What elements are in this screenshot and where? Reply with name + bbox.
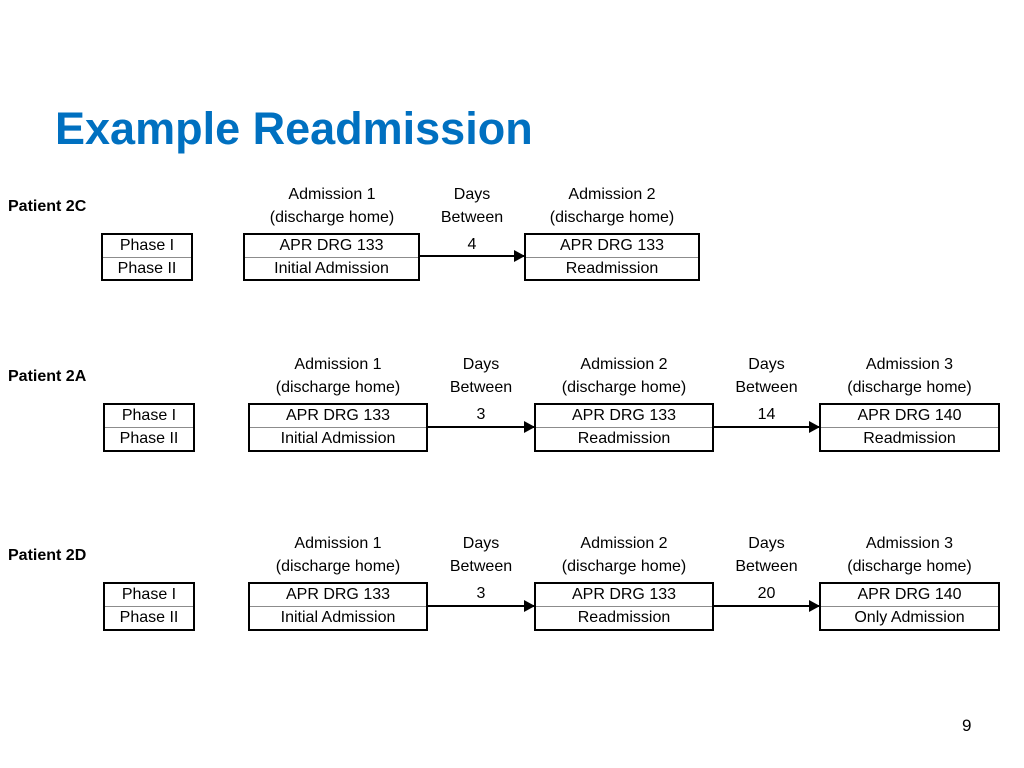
days-between-value: 3 <box>476 585 486 602</box>
header-line: Days <box>462 535 500 552</box>
days-between-header: Days Between <box>427 532 535 578</box>
days-between-header: Days Between <box>713 353 820 399</box>
arrow-connector <box>428 600 535 612</box>
admission-3-header: Admission 3 (discharge home) <box>820 532 999 578</box>
header-line: (discharge home) <box>549 209 675 226</box>
admission-type: Readmission <box>565 260 659 277</box>
admission-2-box: APR DRG 133 Readmission <box>524 233 700 281</box>
header-line: Between <box>449 379 513 396</box>
days-between-header: Days Between <box>713 532 820 578</box>
header-line: Between <box>735 379 798 396</box>
header-line: Days <box>748 356 785 373</box>
days-between-value: 14 <box>757 406 776 423</box>
page-number: 9 <box>962 716 972 735</box>
header-line: Between <box>449 558 513 575</box>
header-line: Between <box>440 209 504 226</box>
admission-type: Readmission <box>577 609 671 626</box>
drg-code: APR DRG 133 <box>250 405 426 428</box>
drg-code: APR DRG 133 <box>536 405 712 428</box>
admission-1-header: Admission 1 (discharge home) <box>249 353 427 399</box>
arrow-connector <box>428 421 535 433</box>
header-line: Admission 1 <box>288 186 376 203</box>
phase-ii-label: Phase II <box>117 260 177 277</box>
admission-type: Initial Admission <box>280 609 396 626</box>
admission-type: Only Admission <box>854 609 965 626</box>
phase-ii-label: Phase II <box>119 609 179 626</box>
days-between-value: 20 <box>757 585 776 602</box>
header-line: (discharge home) <box>275 558 401 575</box>
drg-code: APR DRG 133 <box>526 235 698 258</box>
header-line: Admission 2 <box>580 535 668 552</box>
header-line: (discharge home) <box>275 379 401 396</box>
arrow-connector <box>714 421 820 433</box>
admission-type: Initial Admission <box>274 260 389 277</box>
admission-1-box: APR DRG 133 Initial Admission <box>248 582 428 631</box>
phase-ii-label: Phase II <box>119 430 179 447</box>
header-line: Admission 3 <box>865 356 954 373</box>
drg-code: APR DRG 133 <box>250 584 426 607</box>
admission-3-header: Admission 3 (discharge home) <box>820 353 999 399</box>
admission-3-box: APR DRG 140 Only Admission <box>819 582 1000 631</box>
header-line: Days <box>453 186 491 203</box>
header-line: (discharge home) <box>847 558 972 575</box>
phase-i-label: Phase I <box>103 235 191 258</box>
patient-label: Patient 2C <box>8 198 87 215</box>
admission-2-box: APR DRG 133 Readmission <box>534 582 714 631</box>
admission-1-box: APR DRG 133 Initial Admission <box>243 233 420 281</box>
patient-label: Patient 2D <box>8 547 87 564</box>
admission-type: Initial Admission <box>280 430 396 447</box>
admission-1-header: Admission 1 (discharge home) <box>245 183 419 229</box>
days-between-header: Days Between <box>427 353 535 399</box>
phase-i-label: Phase I <box>105 405 193 428</box>
header-line: Admission 2 <box>580 356 668 373</box>
drg-code: APR DRG 133 <box>536 584 712 607</box>
header-line: Days <box>462 356 500 373</box>
drg-code: APR DRG 140 <box>821 405 998 428</box>
header-line: Admission 2 <box>568 186 656 203</box>
admission-3-box: APR DRG 140 Readmission <box>819 403 1000 452</box>
phase-i-label: Phase I <box>105 584 193 607</box>
header-line: Admission 3 <box>865 535 954 552</box>
admission-2-header: Admission 2 (discharge home) <box>535 532 713 578</box>
slide-title: Example Readmission <box>55 103 533 154</box>
admission-type: Readmission <box>577 430 671 447</box>
phase-box: Phase I Phase II <box>101 233 193 281</box>
patient-label: Patient 2A <box>8 368 87 385</box>
admission-1-box: APR DRG 133 Initial Admission <box>248 403 428 452</box>
header-line: Days <box>748 535 785 552</box>
arrow-connector <box>714 600 820 612</box>
header-line: Between <box>735 558 798 575</box>
admission-2-header: Admission 2 (discharge home) <box>535 353 713 399</box>
days-between-value: 4 <box>467 236 477 253</box>
arrow-connector <box>420 250 525 262</box>
header-line: (discharge home) <box>269 209 395 226</box>
header-line: (discharge home) <box>561 558 687 575</box>
admission-1-header: Admission 1 (discharge home) <box>249 532 427 578</box>
phase-box: Phase I Phase II <box>103 403 195 452</box>
phase-box: Phase I Phase II <box>103 582 195 631</box>
header-line: (discharge home) <box>561 379 687 396</box>
header-line: (discharge home) <box>847 379 972 396</box>
admission-type: Readmission <box>863 430 956 447</box>
days-between-header: Days Between <box>419 183 525 229</box>
drg-code: APR DRG 133 <box>245 235 418 258</box>
header-line: Admission 1 <box>294 356 382 373</box>
header-line: Admission 1 <box>294 535 382 552</box>
admission-2-header: Admission 2 (discharge home) <box>525 183 699 229</box>
admission-2-box: APR DRG 133 Readmission <box>534 403 714 452</box>
days-between-value: 3 <box>476 406 486 423</box>
drg-code: APR DRG 140 <box>821 584 998 607</box>
